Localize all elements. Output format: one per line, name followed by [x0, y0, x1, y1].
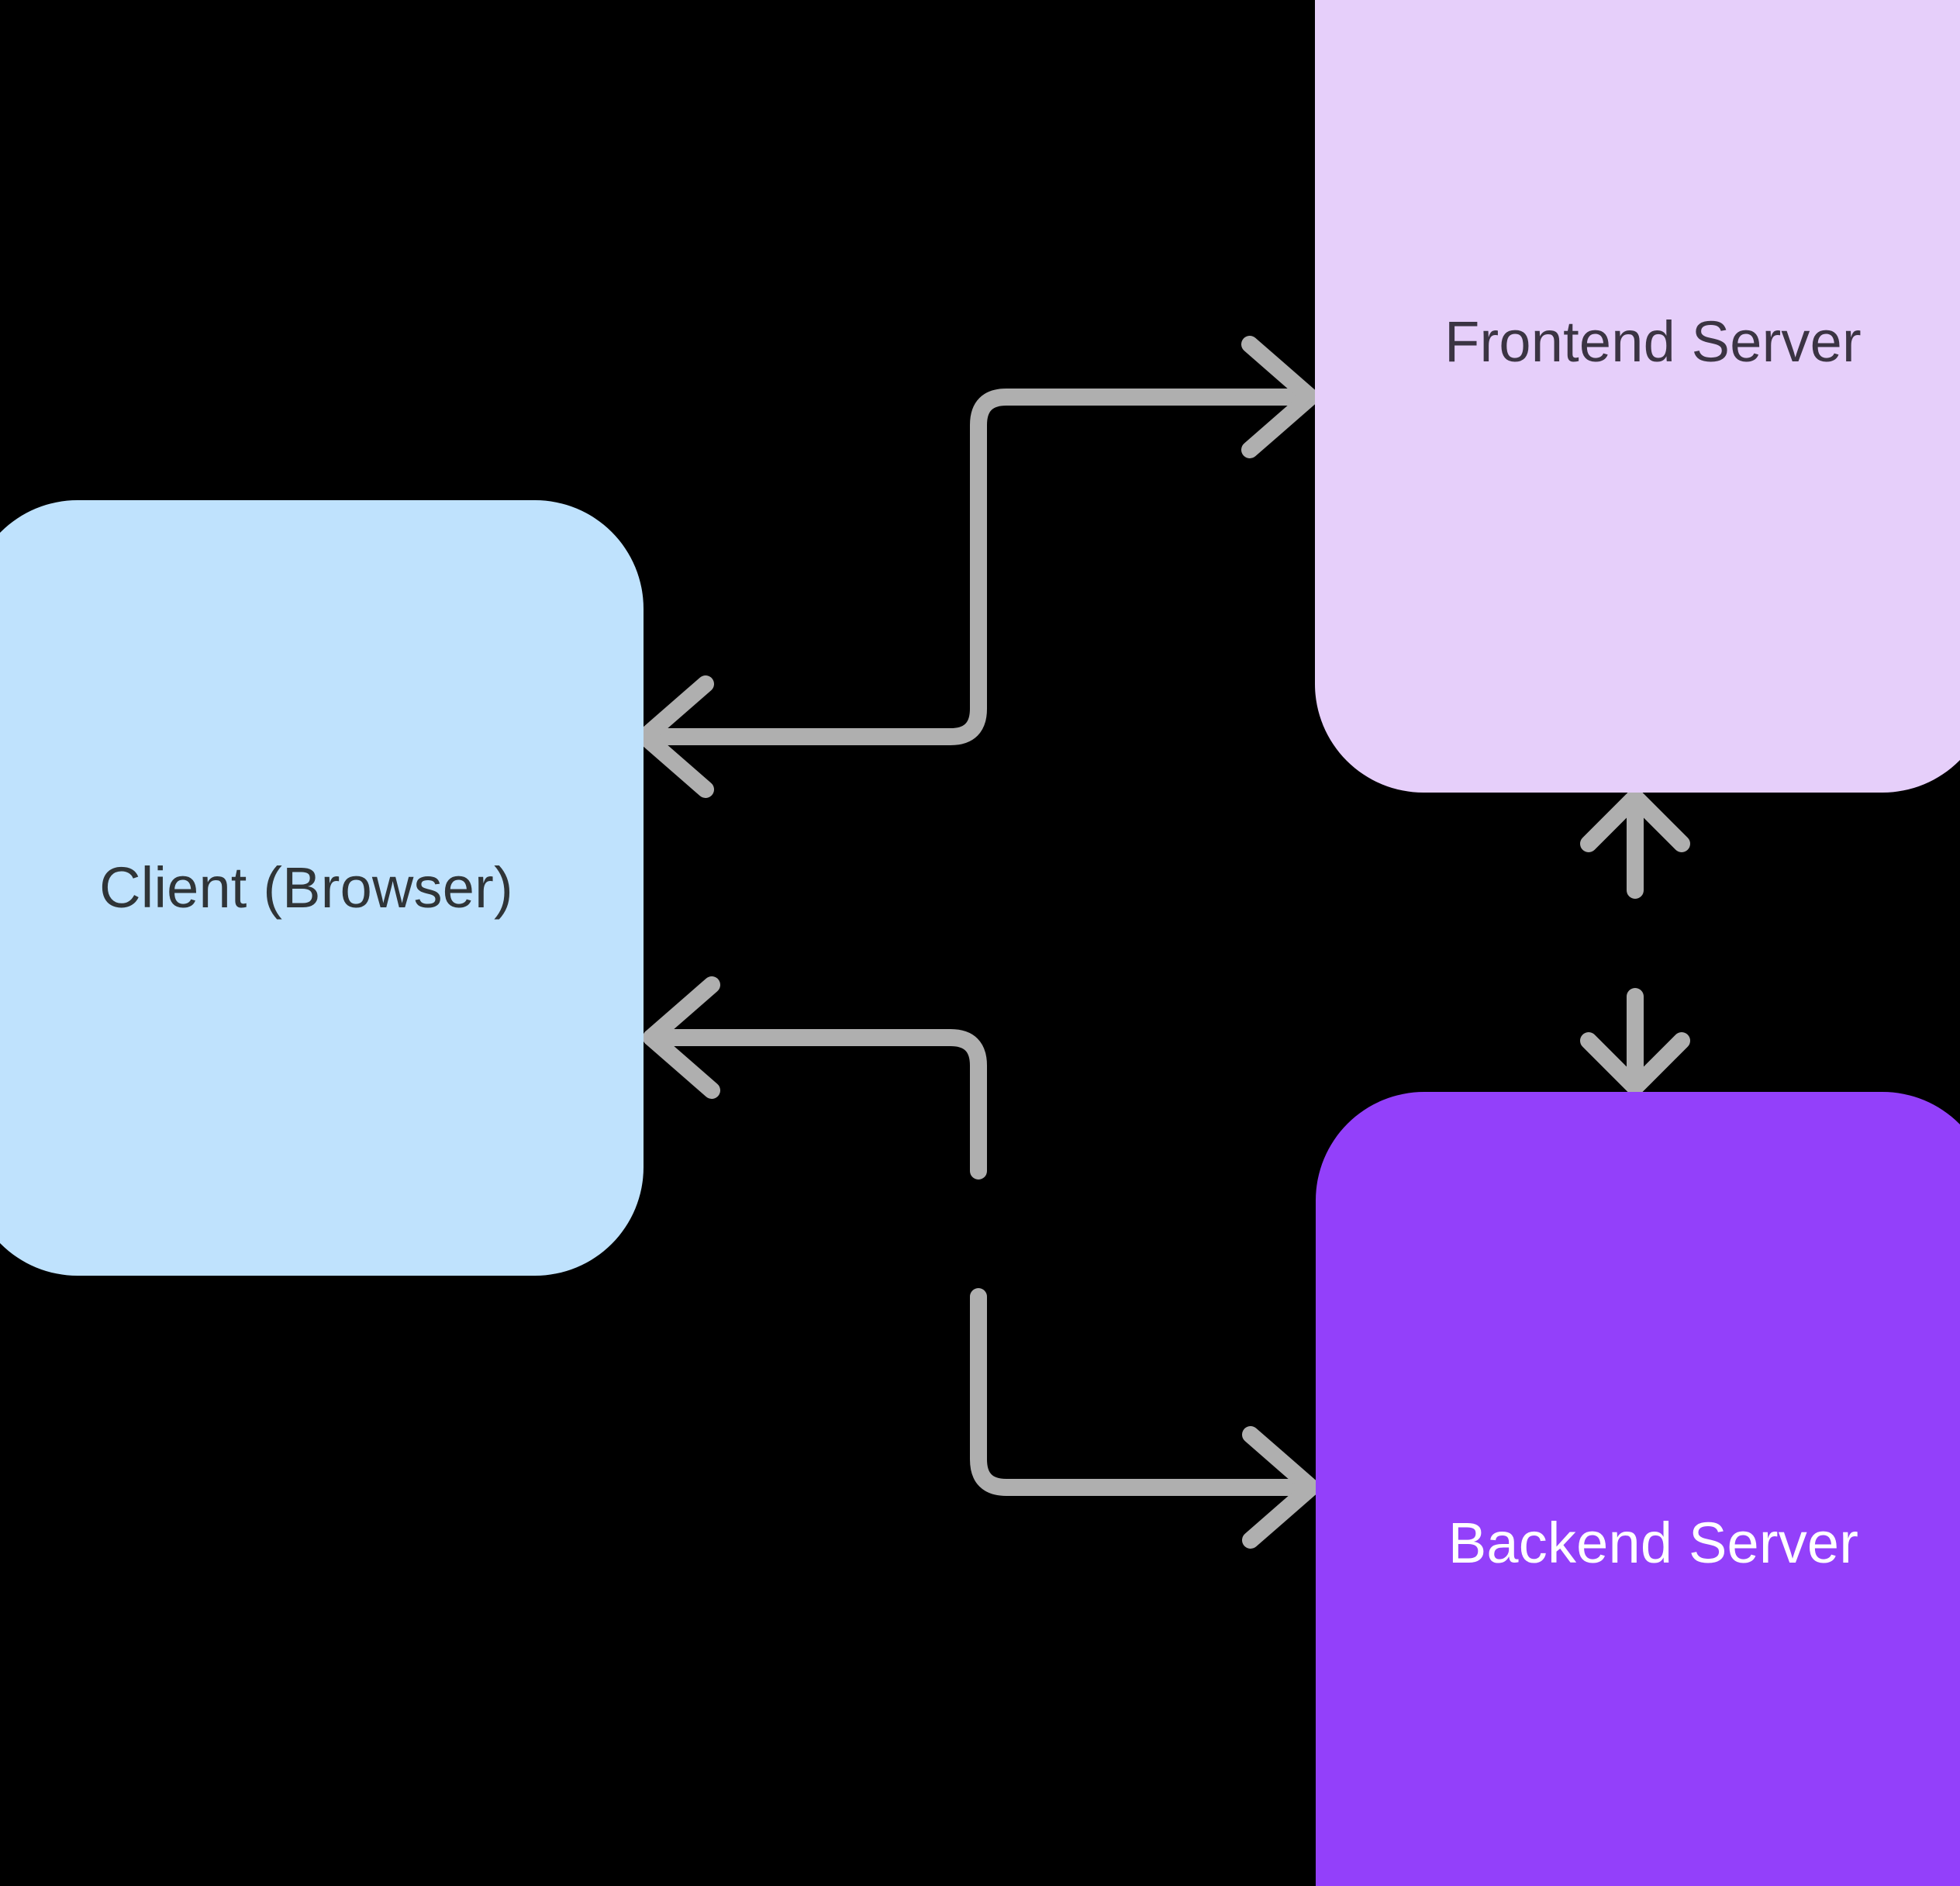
edge-client-to-backend: [970, 1288, 1320, 1549]
edge-frontend-to-client-arrowhead: [637, 675, 714, 798]
node-client-browser-label: Client (Browser): [99, 855, 513, 921]
node-client-browser[interactable]: Client (Browser): [0, 500, 644, 1276]
edge-frontend-to-client-line: [637, 612, 987, 745]
edge-backend-to-frontend-arrowhead: [1580, 789, 1690, 852]
edge-backend-to-client-arrowhead: [643, 976, 720, 1099]
edge-client-to-frontend-line: [970, 389, 1319, 633]
node-backend-server-label: Backend Server: [1448, 1511, 1859, 1576]
edge-backend-to-client: [643, 976, 987, 1180]
node-frontend-server[interactable]: Frontend Server: [1315, 0, 1960, 793]
edge-client-to-backend-line: [970, 1288, 1320, 1496]
edge-backend-to-client-line: [643, 1029, 987, 1180]
node-backend-server[interactable]: Backend Server: [1316, 1092, 1960, 1886]
edge-client-to-frontend: [970, 336, 1319, 633]
node-frontend-server-label: Frontend Server: [1444, 309, 1862, 375]
edge-client-to-frontend-arrowhead: [1241, 336, 1319, 458]
edge-backend-to-frontend: [1580, 789, 1690, 899]
edge-frontend-to-client: [637, 612, 987, 798]
edge-frontend-to-backend: [1580, 988, 1690, 1096]
edge-frontend-to-backend-arrowhead: [1580, 1032, 1690, 1096]
edge-client-to-backend-arrowhead: [1242, 1426, 1320, 1549]
